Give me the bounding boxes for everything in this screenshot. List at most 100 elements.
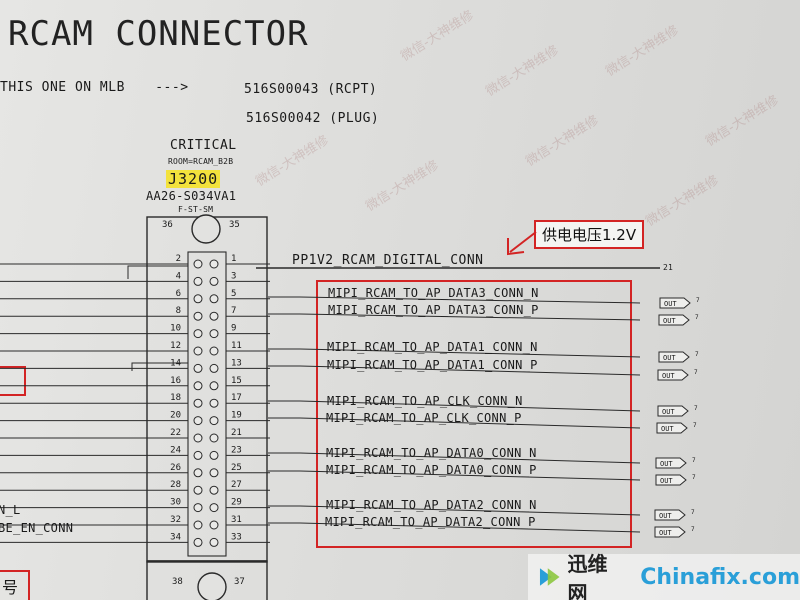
pin-number: 6: [176, 289, 181, 299]
mlb-note: THIS ONE ON MLB --->: [0, 80, 189, 95]
pin-number: 36: [162, 220, 173, 230]
chinafix-logo: 迅维网 Chinafix.com: [528, 552, 800, 600]
pin-pad-right: [209, 398, 219, 408]
pin-number: 38: [172, 577, 183, 587]
pin-number: 20: [170, 411, 181, 421]
page-ref: 7: [695, 351, 699, 358]
pin-number: 30: [170, 498, 181, 508]
connector-lower-body: [146, 560, 268, 600]
mipi-wire: [299, 522, 641, 533]
connector-style: F-ST-SM: [178, 205, 214, 214]
pin-pad-right: [209, 311, 219, 321]
pin-pad-left: [193, 311, 203, 321]
pin-number: 26: [170, 463, 181, 473]
pin-pad-left: [193, 468, 203, 478]
out-flag-icon: [659, 297, 691, 309]
mipi-net-label: MIPI_RCAM_TO_AP_CLK_CONN_N: [327, 394, 523, 408]
page-ref: 7: [696, 297, 700, 304]
left-red-box: [0, 366, 26, 396]
mipi-wire: [299, 452, 641, 464]
pin-pad-right: [209, 329, 219, 339]
mipi-net-label: MIPI_RCAM_TO_AP_DATA0_CONN_P: [326, 463, 537, 477]
pin-pad-left: [193, 346, 203, 356]
pin-number: 18: [170, 393, 181, 403]
left-red-box-bottom: [0, 570, 30, 600]
page-ref: 7: [695, 314, 699, 321]
mipi-net-label: MIPI_RCAM_TO_AP_DATA1_CONN_P: [327, 358, 538, 372]
power-net-ref: 21: [663, 263, 674, 272]
pin-pad-left: [193, 294, 203, 304]
pin-number: 2: [176, 254, 181, 264]
pin-number: 22: [170, 428, 181, 438]
out-flag-label: OUT: [660, 460, 673, 468]
logo-en: Chinafix.com: [640, 564, 800, 590]
pin-number: 8: [176, 306, 181, 316]
mipi-wire: [299, 400, 641, 412]
mipi-net-label: MIPI_RCAM_TO_AP_CLK_CONN_P: [326, 411, 522, 425]
mipi-net-label: MIPI_RCAM_TO_AP_DATA2_CONN_N: [326, 498, 537, 512]
pin-pad-right: [209, 416, 219, 426]
pin-number: 35: [229, 220, 240, 230]
out-flag-label: OUT: [659, 512, 672, 520]
pin-number: 4: [176, 271, 181, 281]
pin-number: 9: [231, 324, 236, 334]
out-flag-icon: [656, 422, 688, 434]
pin-pad-left: [193, 363, 203, 373]
pin-number: 15: [231, 376, 242, 386]
page-title: RCAM CONNECTOR: [8, 14, 309, 54]
pin-number: 34: [170, 532, 181, 542]
mipi-net-label: MIPI_RCAM_TO_AP_DATA3_CONN_N: [328, 286, 539, 300]
pin-number: 23: [231, 445, 242, 455]
critical-label: CRITICAL: [170, 138, 237, 153]
connector-part: AA26-S034VA1: [146, 189, 237, 203]
pin-number: 7: [231, 306, 236, 316]
callout-arrow: [509, 231, 537, 253]
logo-cn: 迅维网: [567, 552, 608, 600]
pin-number: 28: [170, 480, 181, 490]
page-ref: 7: [692, 474, 696, 481]
pin-pad-left: [193, 485, 203, 495]
out-flag-icon: [657, 369, 689, 381]
pin-number: 29: [231, 498, 242, 508]
pin-pad-right: [209, 294, 219, 304]
mount-hole-top: [191, 214, 221, 244]
callout-arrowhead: [507, 238, 525, 256]
pin-pad-left: [193, 276, 203, 286]
left-tie: [131, 362, 188, 371]
pin-number: 10: [170, 324, 181, 334]
page-ref: 7: [694, 405, 698, 412]
supply-voltage-callout: 供电电压1.2V: [534, 220, 645, 249]
pin-pad-right: [209, 450, 219, 460]
left-tie: [127, 265, 188, 279]
connector-refdes: J3200: [166, 170, 221, 188]
left-net-2: BE_EN_CONN: [0, 521, 74, 535]
left-net-1: N_L: [0, 503, 21, 517]
pin-number: 31: [231, 515, 242, 525]
pin-pad-left: [193, 329, 203, 339]
power-net-label: PP1V2_RCAM_DIGITAL_CONN: [292, 253, 484, 268]
pin-pad-left: [193, 520, 203, 530]
mipi-wire: [299, 348, 641, 358]
mipi-wire: [299, 505, 641, 516]
pin-number: 13: [231, 358, 242, 368]
page-ref: 7: [692, 457, 696, 464]
pin-pad-left: [193, 259, 203, 269]
pin-number: 32: [170, 515, 181, 525]
pin-pad-left: [193, 381, 203, 391]
pin-number: 11: [231, 341, 242, 351]
pin-number: 24: [170, 445, 181, 455]
out-flag-icon: [658, 314, 690, 326]
pin-number: 25: [231, 463, 242, 473]
mipi-net-label: MIPI_RCAM_TO_AP_DATA0_CONN_N: [326, 446, 537, 460]
page-ref: 7: [691, 526, 695, 533]
page-ref: 7: [694, 369, 698, 376]
pin-pad-right: [209, 276, 219, 286]
mipi-wire: [299, 365, 641, 376]
mlb-note-text: THIS ONE ON MLB: [0, 80, 125, 95]
pin-number: 19: [231, 411, 242, 421]
mipi-wire: [299, 470, 641, 481]
out-flag-label: OUT: [662, 408, 675, 416]
pin-pad-right: [209, 468, 219, 478]
pin-pad-right: [209, 433, 219, 443]
